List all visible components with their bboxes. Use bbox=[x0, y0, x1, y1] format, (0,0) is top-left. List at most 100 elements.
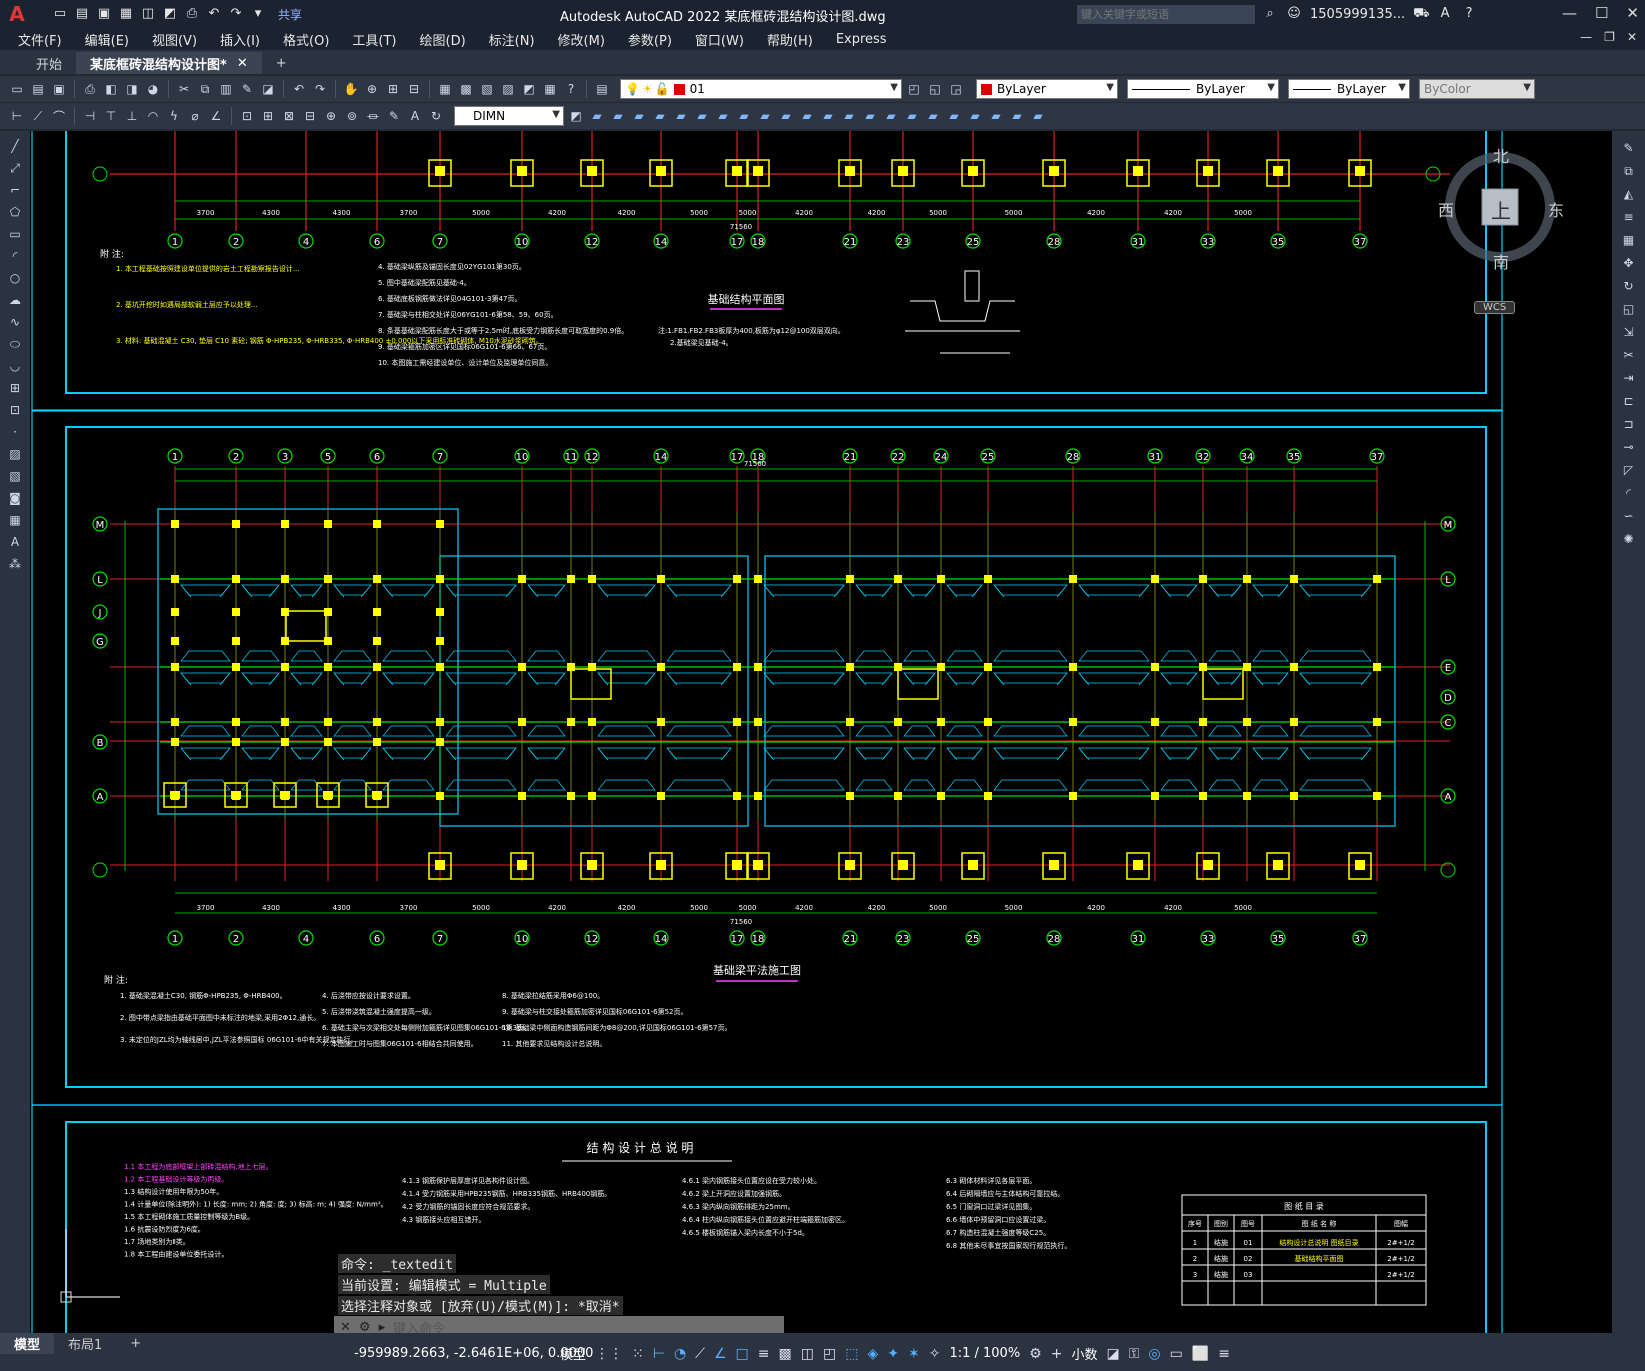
transparency-icon[interactable]: ▩ bbox=[778, 1345, 792, 1362]
copy-object-icon[interactable]: ⧉ bbox=[1624, 163, 1633, 178]
modify-trim-icon[interactable]: ▰ bbox=[760, 109, 770, 123]
rectangle-icon[interactable]: ▭ bbox=[9, 227, 21, 241]
maximize-button[interactable]: ☐ bbox=[1594, 4, 1609, 22]
redo-icon[interactable]: ↷ bbox=[230, 6, 242, 21]
object-snap-tracking-icon[interactable]: ∠ bbox=[713, 1345, 727, 1362]
modify-hatch-icon[interactable]: ▰ bbox=[928, 109, 938, 123]
viewcube-north[interactable]: 北 bbox=[1493, 147, 1510, 166]
undo-icon[interactable]: ↶ bbox=[293, 82, 305, 96]
make-block-icon[interactable]: ⊡ bbox=[9, 403, 21, 417]
wcs-menu[interactable]: WCS bbox=[1474, 301, 1516, 314]
mirror-icon[interactable]: ◭ bbox=[1623, 187, 1634, 201]
menu-item[interactable]: 修改(M) bbox=[557, 33, 605, 49]
modify-offset-icon[interactable]: ▰ bbox=[655, 109, 665, 123]
tool-palettes-icon[interactable]: ▧ bbox=[481, 82, 493, 96]
menu-item[interactable]: 插入(I) bbox=[220, 33, 261, 49]
model-space-button[interactable]: 模型 bbox=[560, 1348, 587, 1363]
menu-item[interactable]: 窗口(W) bbox=[694, 33, 744, 49]
units-dropdown[interactable]: 小数 bbox=[1071, 1348, 1098, 1363]
3d-osnap-icon[interactable]: ◰ bbox=[822, 1345, 837, 1362]
dim-ordinate-icon[interactable]: ⊥ bbox=[126, 109, 138, 123]
dim-update-icon[interactable]: ↻ bbox=[430, 109, 442, 123]
command-input[interactable]: 键入命令 bbox=[393, 1321, 446, 1337]
viewcube-south[interactable]: 南 bbox=[1493, 253, 1510, 272]
render-icon[interactable]: ◕ bbox=[147, 82, 159, 96]
dim-jogged-icon[interactable]: ϟ bbox=[170, 109, 178, 123]
search-icon[interactable]: ⌕ bbox=[1266, 6, 1274, 21]
ortho-icon[interactable]: ⊢ bbox=[652, 1345, 665, 1362]
doc-close-button[interactable]: ✕ bbox=[1626, 30, 1637, 44]
user-name[interactable]: 1505999135... bbox=[1310, 6, 1406, 22]
properties-icon[interactable]: ▦ bbox=[439, 82, 451, 96]
inspect-icon[interactable]: ⊚ bbox=[346, 109, 358, 123]
dim-angular-icon[interactable]: ∠ bbox=[210, 109, 222, 123]
object-snap-icon[interactable]: □ bbox=[735, 1345, 749, 1362]
dim-text-edit-icon[interactable]: A bbox=[410, 109, 420, 123]
modify-rotate-icon[interactable]: ▰ bbox=[697, 109, 707, 123]
menu-item[interactable]: 工具(T) bbox=[352, 33, 397, 49]
autodesk-app-icon[interactable]: A bbox=[1440, 6, 1450, 21]
dim-baseline-icon[interactable]: ⊣ bbox=[84, 109, 96, 123]
array-icon[interactable]: ▦ bbox=[1622, 233, 1635, 247]
search-input[interactable] bbox=[1077, 5, 1255, 24]
dim-space-icon[interactable]: ⊞ bbox=[262, 109, 274, 123]
break-icon[interactable]: ⊐ bbox=[1623, 417, 1634, 431]
help-icon[interactable]: ? bbox=[567, 82, 575, 96]
dim-radius-icon[interactable]: ◠ bbox=[147, 109, 159, 123]
workspace-gear-icon[interactable]: ⚙ bbox=[1029, 1345, 1042, 1362]
annotation-visibility-icon[interactable]: ✶ bbox=[907, 1345, 920, 1362]
add-layout-button[interactable]: + bbox=[130, 1335, 142, 1351]
layer-on-icon[interactable]: 💡 bbox=[625, 82, 640, 96]
hatch-icon[interactable]: ▨ bbox=[9, 447, 21, 461]
print-icon[interactable]: ⎙ bbox=[85, 81, 95, 96]
chamfer-icon[interactable]: ◸ bbox=[1623, 463, 1634, 477]
fillet-icon[interactable]: ◜ bbox=[1626, 486, 1631, 500]
polyline-icon[interactable]: ⌐ bbox=[9, 183, 21, 197]
modify-move-icon[interactable]: ▰ bbox=[592, 109, 602, 123]
move-icon[interactable]: ✥ bbox=[1623, 256, 1634, 270]
linetype-dropdown[interactable]: ByLayer ▼ bbox=[1127, 79, 1279, 99]
modify-mirror-icon[interactable]: ▰ bbox=[634, 109, 644, 123]
modify-join-icon[interactable]: ▰ bbox=[823, 109, 833, 123]
snap-icon[interactable]: ⁙ bbox=[632, 1345, 644, 1362]
modify-gradient-icon[interactable]: ▰ bbox=[949, 109, 959, 123]
point-icon[interactable]: · bbox=[13, 425, 17, 439]
modify-stretch-icon[interactable]: ▰ bbox=[739, 109, 749, 123]
grid-icon[interactable]: ⋮⋮ bbox=[595, 1345, 624, 1362]
isolate-objects-icon[interactable]: ◎ bbox=[1148, 1345, 1161, 1362]
layer-properties-icon[interactable]: ▤ bbox=[596, 82, 608, 96]
tab-document[interactable]: 某底框砖混结构设计图*✕ bbox=[76, 52, 262, 74]
new-tab-button[interactable]: + bbox=[262, 52, 301, 74]
tolerance-icon[interactable]: ⊟ bbox=[304, 109, 316, 123]
modify-erase-icon[interactable]: ▰ bbox=[907, 109, 917, 123]
graphics-performance-icon[interactable]: ▭ bbox=[1169, 1345, 1183, 1362]
modify-chamfer-icon[interactable]: ▰ bbox=[844, 109, 854, 123]
annotation-monitor-icon[interactable]: + bbox=[1050, 1345, 1063, 1362]
save-as-icon[interactable]: ▦ bbox=[119, 6, 133, 21]
copy-icon[interactable]: ⧉ bbox=[200, 81, 210, 96]
open-icon[interactable]: ▤ bbox=[32, 82, 44, 96]
autocad-logo-icon[interactable]: A bbox=[9, 2, 25, 26]
stretch-icon[interactable]: ⇲ bbox=[1623, 325, 1634, 339]
tab-start[interactable]: 开始 bbox=[22, 52, 76, 74]
spline-icon[interactable]: ∿ bbox=[9, 315, 21, 329]
undo-icon[interactable]: ↶ bbox=[208, 6, 220, 21]
sheet-set-icon[interactable]: ▨ bbox=[502, 82, 514, 96]
gizmo-icon[interactable]: ✦ bbox=[887, 1345, 899, 1362]
join-icon[interactable]: ⊸ bbox=[1623, 440, 1634, 454]
table-icon[interactable]: ▦ bbox=[9, 513, 21, 527]
save-icon[interactable]: ▣ bbox=[97, 6, 111, 21]
help-icon[interactable]: ? bbox=[1465, 6, 1473, 21]
plotstyle-dropdown[interactable]: ByColor ▼ bbox=[1419, 79, 1535, 99]
viewcube-west[interactable]: 西 bbox=[1438, 201, 1455, 220]
paste-icon[interactable]: ▥ bbox=[220, 82, 232, 96]
line-icon[interactable]: ╱ bbox=[11, 139, 19, 153]
menu-item[interactable]: 帮助(H) bbox=[766, 33, 813, 49]
construction-line-icon[interactable]: ⤢ bbox=[10, 160, 20, 175]
viewcube-top[interactable]: 上 bbox=[1491, 199, 1511, 223]
preview-icon[interactable]: ◧ bbox=[105, 82, 117, 96]
menu-item[interactable]: 标注(N) bbox=[488, 33, 535, 49]
trim-icon[interactable]: ✂ bbox=[1623, 348, 1634, 362]
menu-item[interactable]: 参数(P) bbox=[627, 33, 672, 49]
